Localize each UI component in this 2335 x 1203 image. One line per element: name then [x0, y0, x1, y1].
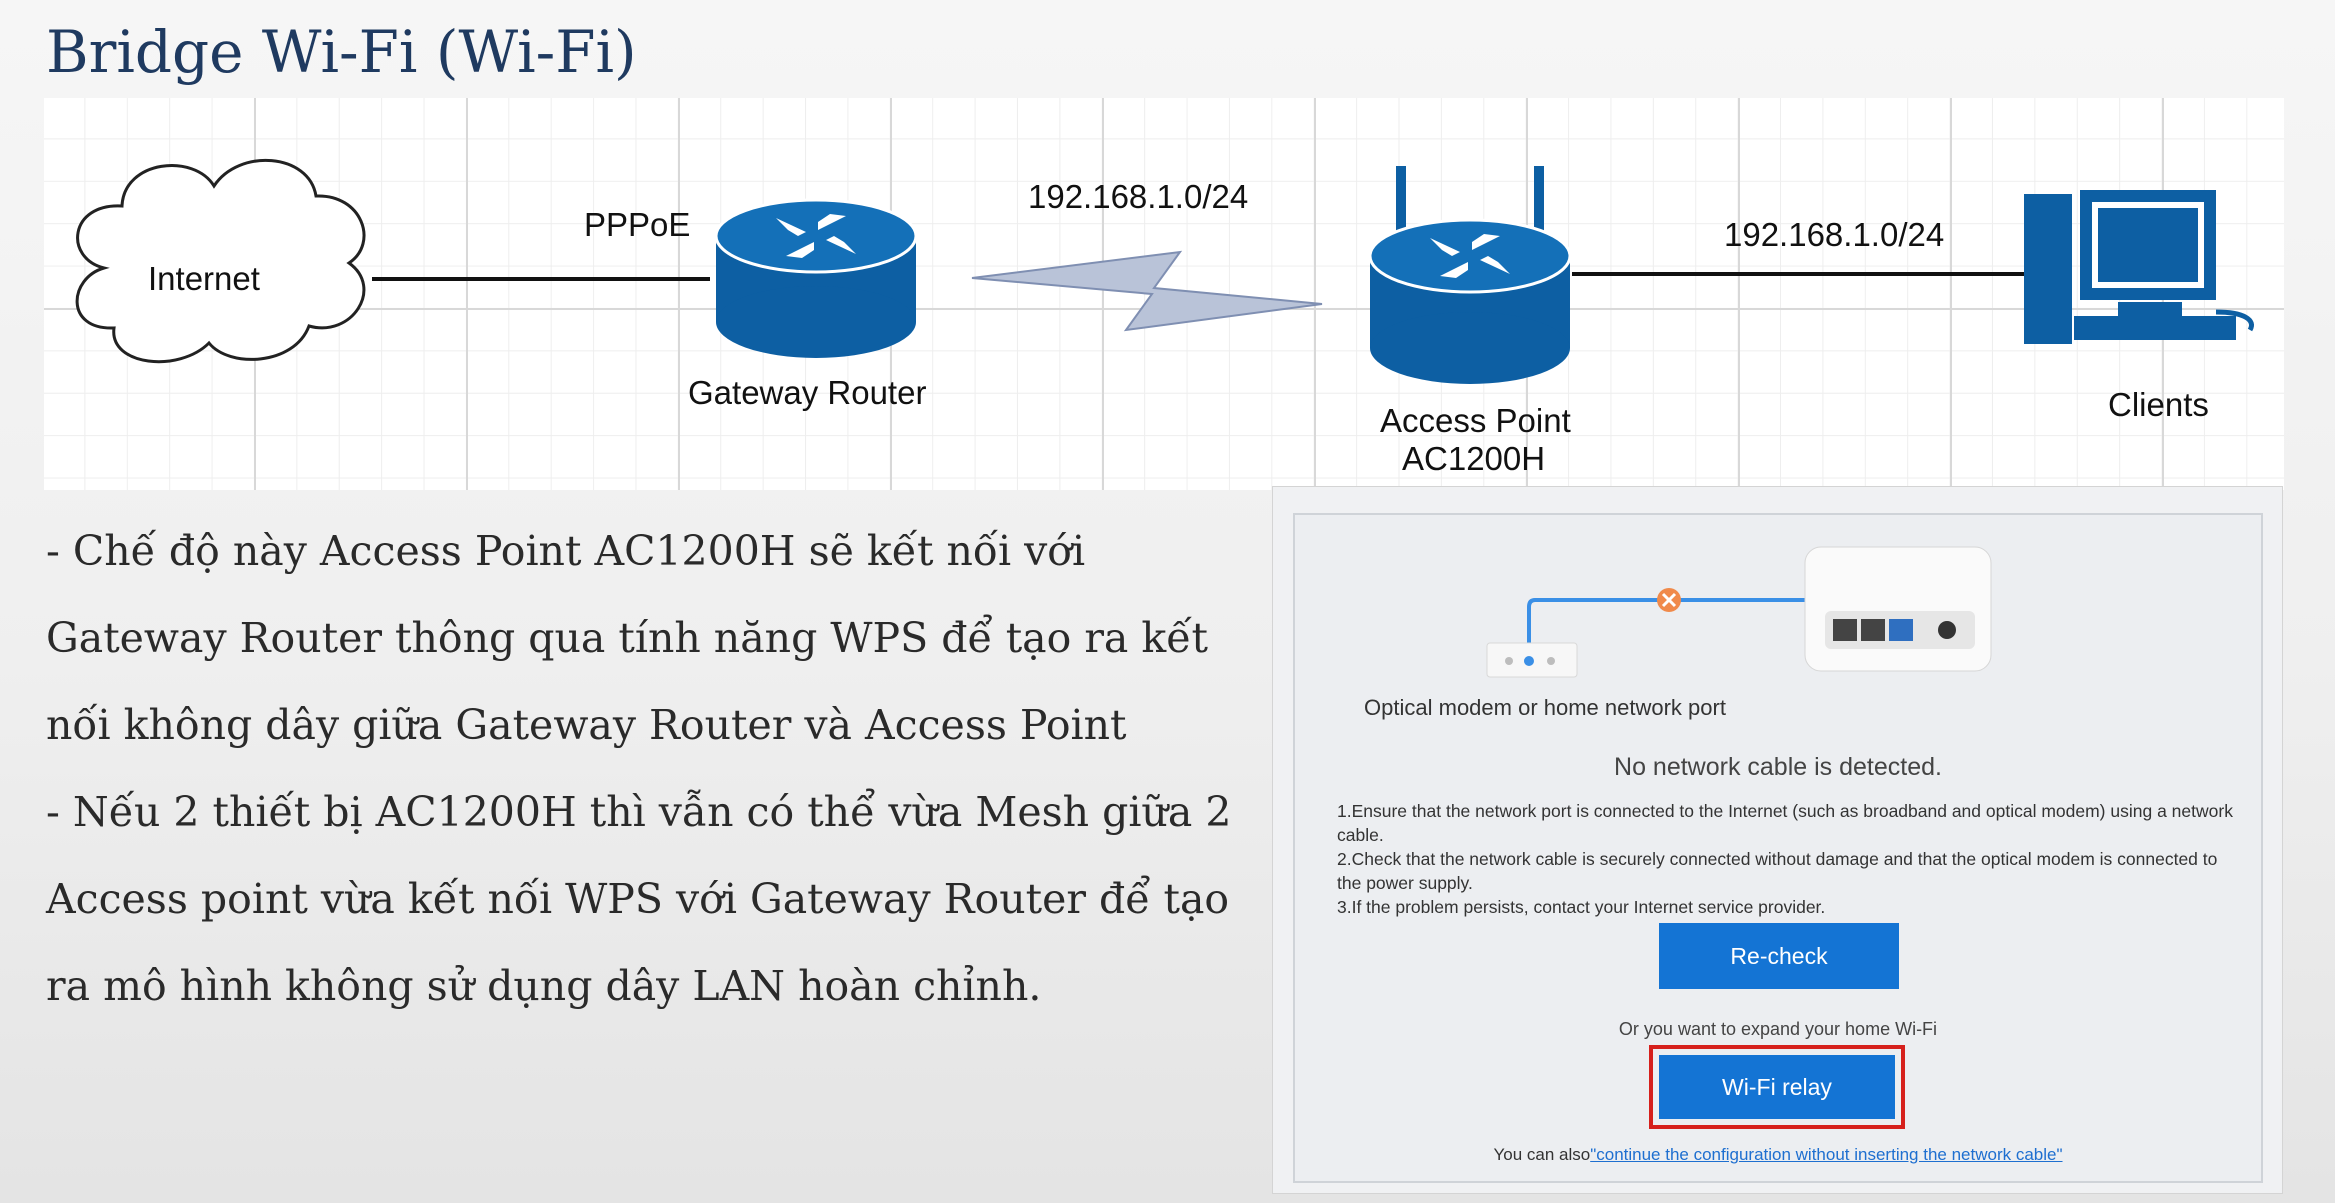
access-point-model-label: AC1200H [1402, 440, 1546, 477]
diagram-drawing [75, 158, 2254, 384]
bullet-item: - Nếu 2 thiết bị AC1200H thì vẫn có thể … [46, 788, 1232, 1010]
clients-computer-icon [2024, 190, 2254, 344]
internet-label: Internet [148, 260, 260, 297]
access-point-icon [1368, 166, 1572, 384]
connection-illustration [1486, 546, 1992, 678]
access-point-label: Access Point [1380, 402, 1571, 439]
status-message: No network cable is detected. [1614, 753, 1942, 781]
router-device-icon [1804, 546, 1992, 672]
bullet-item: - Chế độ này Access Point AC1200H sẽ kết… [46, 527, 1208, 749]
step-item: 2.Check that the network cable is secure… [1337, 849, 2218, 893]
clients-label: Clients [2108, 386, 2209, 423]
footer-prefix: You can also [1493, 1145, 1591, 1164]
step-item: 1.Ensure that the network port is connec… [1337, 801, 2233, 845]
subnet-wireless-label: 192.168.1.0/24 [1028, 178, 1249, 215]
setup-panel: Optical modem or home network port No ne… [1293, 513, 2263, 1183]
footer-text: You can also"continue the configuration … [1295, 1145, 2261, 1165]
pppoe-label: PPPoE [584, 206, 691, 243]
internet-cloud-icon [75, 158, 366, 364]
subnet-wired-label: 192.168.1.0/24 [1724, 216, 1945, 253]
gateway-router-label: Gateway Router [688, 374, 927, 411]
gateway-router-icon [714, 198, 918, 358]
slide-title: Bridge Wi-Fi (Wi-Fi) [46, 18, 637, 86]
cable-line [1527, 598, 1645, 665]
embedded-screenshot: Optical modem or home network port No ne… [1272, 486, 2283, 1194]
recheck-button[interactable]: Re-check [1659, 923, 1899, 989]
continue-without-cable-link[interactable]: "continue the configuration without inse… [1590, 1145, 2063, 1164]
wifi-relay-button[interactable]: Wi-Fi relay [1659, 1055, 1895, 1119]
troubleshoot-steps: 1.Ensure that the network port is connec… [1337, 799, 2237, 919]
expand-prompt: Or you want to expand your home Wi-Fi [1618, 1019, 1938, 1039]
port-caption: Optical modem or home network port [1364, 695, 1726, 720]
network-diagram: Internet PPPoE Gateway Router 192.168.1.… [44, 98, 2284, 490]
step-item: 3.If the problem persists, contact your … [1337, 897, 1826, 917]
wireless-link-icon [971, 250, 1323, 332]
highlight-box [1649, 1045, 1905, 1129]
bullet-list: - Chế độ này Access Point AC1200H sẽ kết… [46, 508, 1276, 1030]
